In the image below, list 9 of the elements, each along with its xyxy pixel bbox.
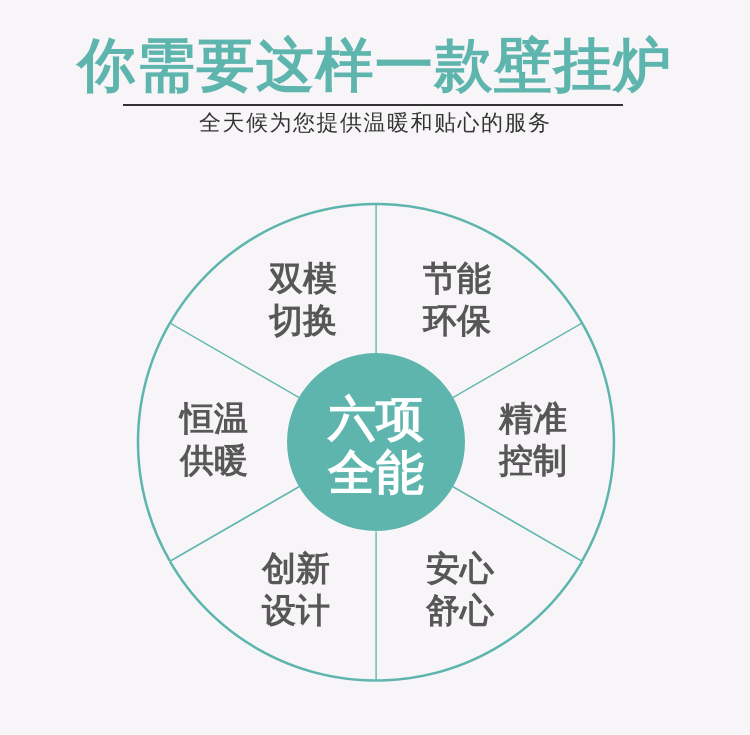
- sector-label: 双模切换: [268, 258, 338, 342]
- sector-label: 安心舒心: [425, 548, 495, 632]
- sector-label: 恒温供暖: [179, 398, 249, 482]
- sector-label: 创新设计: [261, 548, 331, 632]
- sector-label: 节能环保: [422, 258, 492, 342]
- title: 你需要这样一款壁挂炉: [78, 30, 672, 100]
- hub-label: 六项全能: [326, 392, 425, 500]
- subtitle: 全天候为您提供温暖和贴心的服务: [198, 110, 552, 138]
- sector-label: 精准控制: [498, 398, 568, 482]
